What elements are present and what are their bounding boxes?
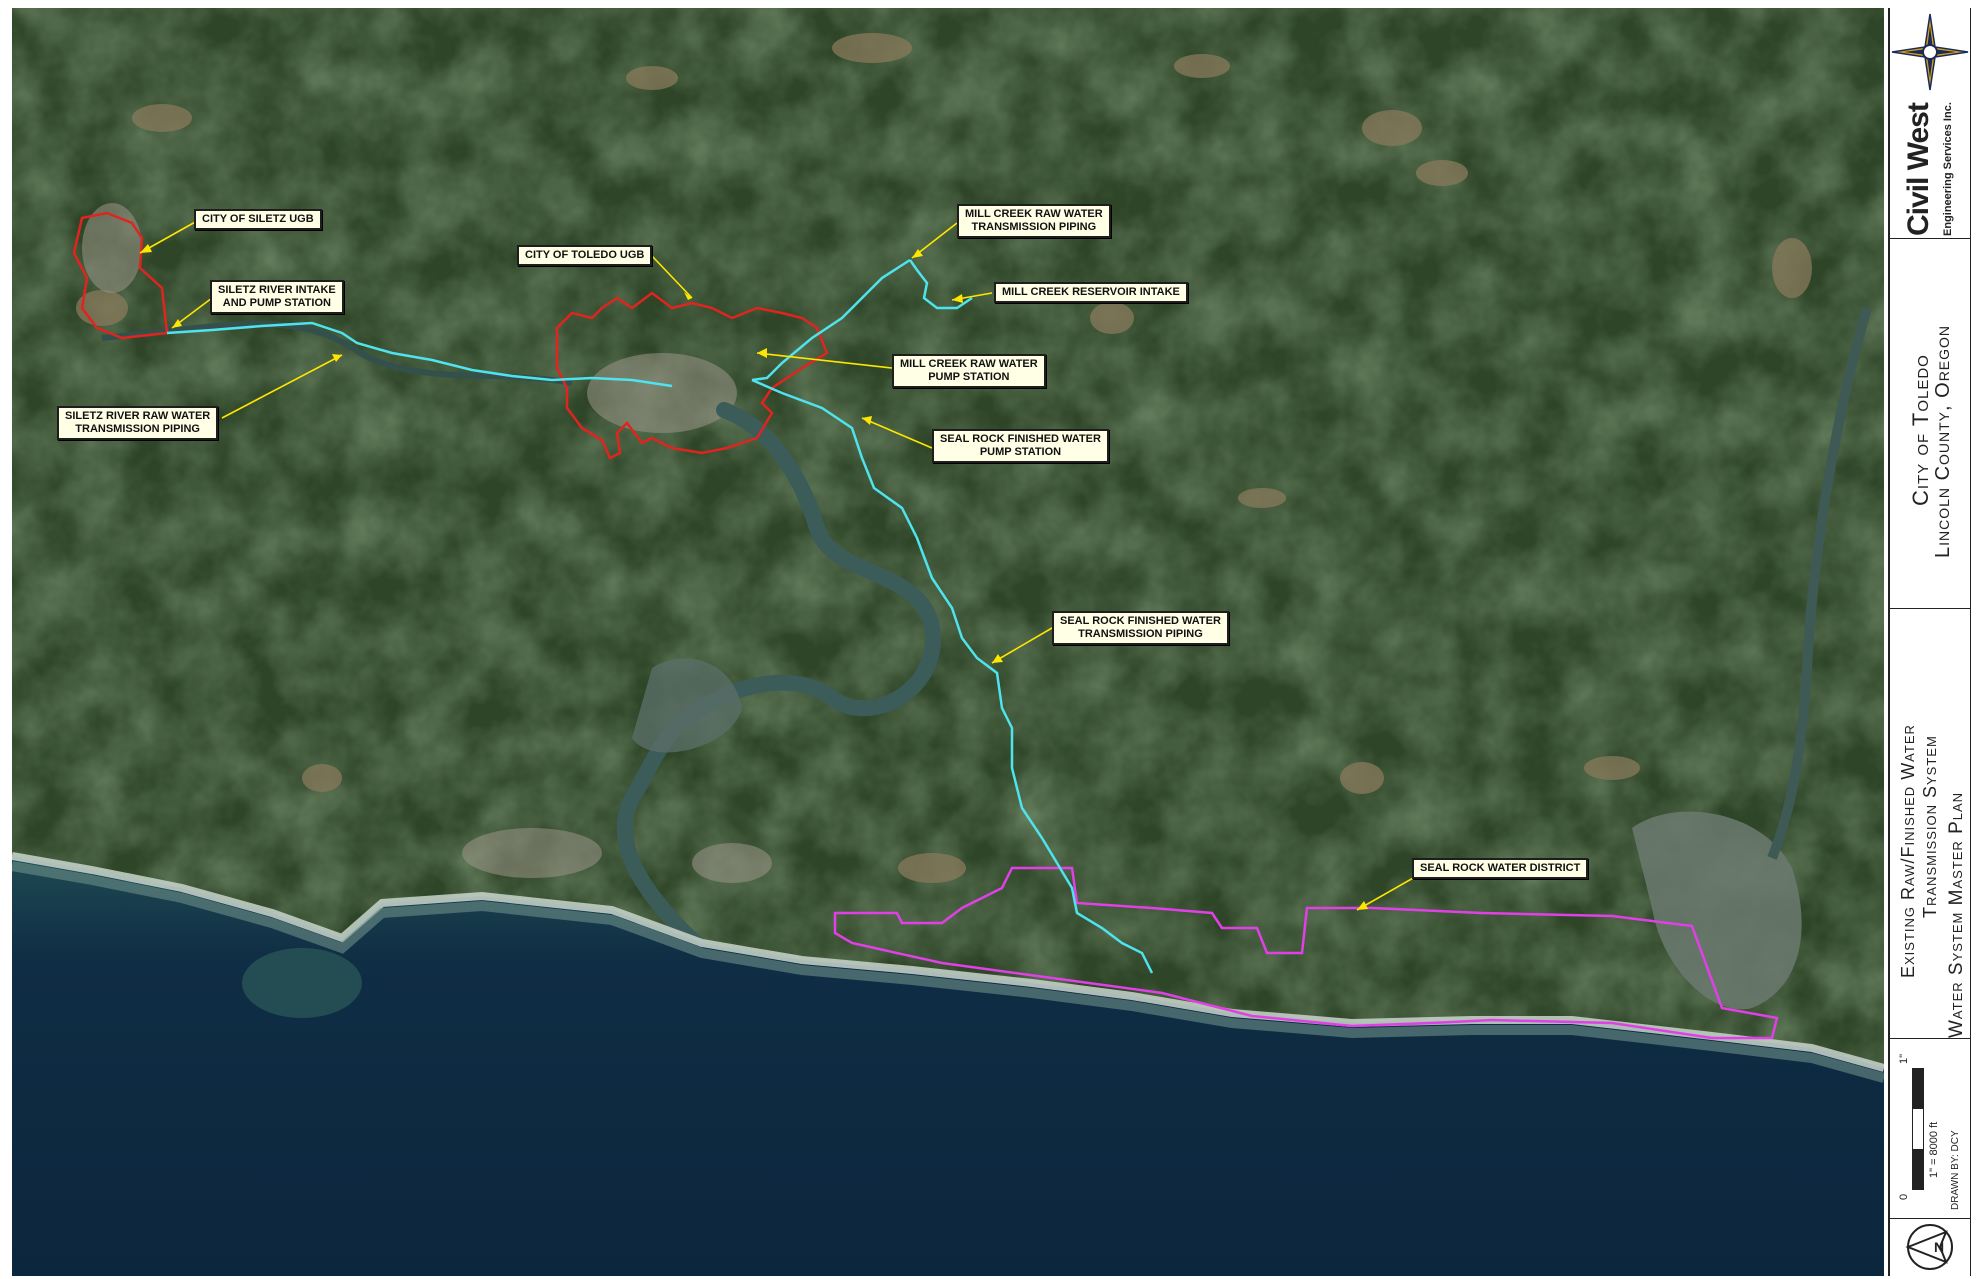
company-subtitle: Engineering Services Inc.	[1942, 102, 1954, 236]
scale-cell: 1" 0 1" = 8000 ft DRAWN BY: DCY	[1890, 1038, 1970, 1219]
company-name: Civil West	[1902, 103, 1935, 236]
drawn-by: DRAWN BY: DCY	[1950, 1130, 1961, 1210]
seal-rock-district-boundary	[833, 866, 1779, 1040]
ocean	[12, 856, 1884, 1276]
callout-seal-rock-finished-piping: SEAL ROCK FINISHED WATER TRANSMISSION PI…	[1052, 611, 1229, 645]
project-name: Water System Master Plan	[1946, 791, 1967, 1038]
sheet-title-cell: Existing Raw/Finished Water Transmission…	[1890, 608, 1970, 1039]
urban-areas	[82, 203, 772, 883]
callout-mill-creek-pump-station: MILL CREEK RAW WATER PUMP STATION	[892, 354, 1046, 388]
clearcut-patches	[76, 33, 1812, 883]
svg-text:N: N	[1934, 1239, 1944, 1255]
scale-top-label: 1"	[1898, 1053, 1910, 1064]
seal-rock-finished-water-pipeline	[751, 378, 1154, 974]
client-city: City of Toledo	[1908, 354, 1933, 506]
surf-line	[12, 852, 1884, 1072]
callout-siletz-river-intake: SILETZ RIVER INTAKE AND PUMP STATION	[210, 280, 344, 314]
scale-zero-label: 0	[1898, 1193, 1910, 1200]
callout-mill-creek-raw-water-piping: MILL CREEK RAW WATER TRANSMISSION PIPING	[957, 204, 1111, 238]
sheet-title-line2: Transmission System	[1920, 735, 1940, 918]
mill-creek-raw-water-pipeline	[751, 258, 973, 382]
siletz-raw-water-pipeline	[166, 321, 673, 388]
scale-text: 1" = 8000 ft	[1928, 1121, 1940, 1178]
alsea-estuary	[1632, 811, 1802, 1010]
toledo-ugb-boundary	[555, 291, 829, 460]
client-county: Lincoln County, Oregon	[1932, 324, 1954, 558]
logo-cell: Civil West Engineering Services Inc.	[1890, 8, 1970, 239]
scale-bar	[1912, 1068, 1924, 1190]
surf-foam	[12, 861, 1884, 1083]
aerial-map[interactable]: CITY OF SILETZ UGB SILETZ RIVER INTAKE A…	[12, 8, 1884, 1276]
north-arrow-icon: N	[1905, 1224, 1953, 1270]
river-bay	[632, 658, 742, 753]
map-canvas	[12, 8, 1884, 1276]
alsea-river	[1767, 306, 1872, 860]
river-plume	[242, 948, 362, 1018]
siletz-river	[101, 321, 573, 386]
sheet-title-line1: Existing Raw/Finished Water	[1898, 724, 1918, 978]
title-block: Civil West Engineering Services Inc. Cit…	[1888, 8, 1971, 1276]
callout-city-of-toledo-ugb: CITY OF TOLEDO UGB	[517, 245, 653, 266]
callout-siletz-raw-water-piping: SILETZ RIVER RAW WATER TRANSMISSION PIPI…	[57, 406, 219, 440]
yaquina-river	[616, 402, 941, 966]
callout-seal-rock-pump-station: SEAL ROCK FINISHED WATER PUMP STATION	[932, 429, 1109, 463]
callout-mill-creek-reservoir-intake: MILL CREEK RESERVOIR INTAKE	[994, 282, 1188, 303]
north-arrow-cell: N	[1890, 1218, 1970, 1276]
leader-arrowheads	[140, 244, 1368, 910]
client-cell: City of Toledo Lincoln County, Oregon	[1890, 238, 1970, 609]
callout-seal-rock-water-district: SEAL ROCK WATER DISTRICT	[1412, 858, 1589, 879]
compass-rose-icon	[1891, 13, 1969, 91]
callout-city-of-siletz-ugb: CITY OF SILETZ UGB	[194, 209, 322, 230]
